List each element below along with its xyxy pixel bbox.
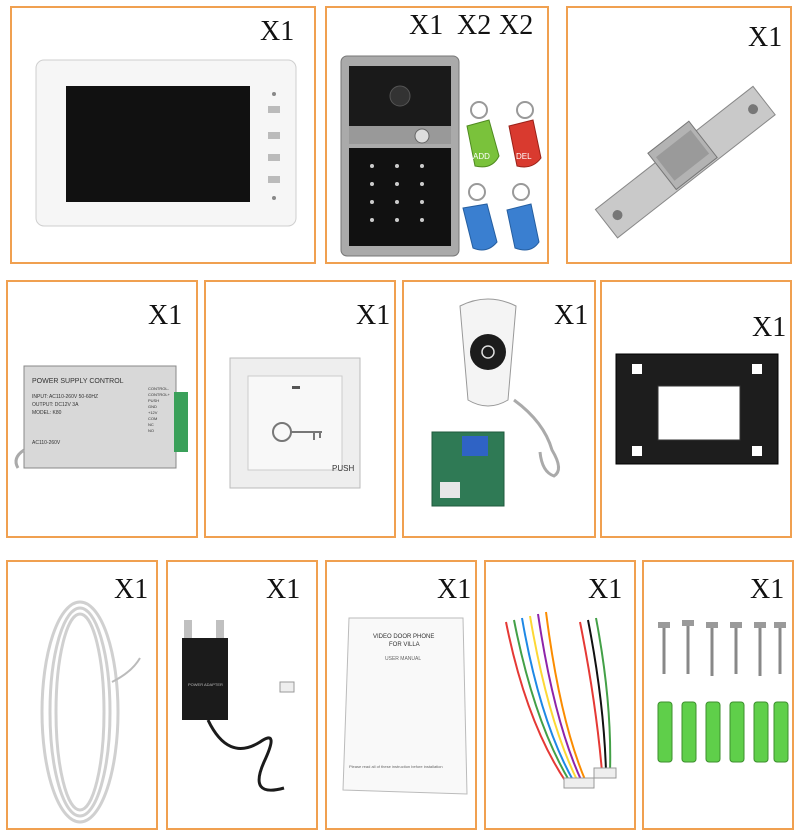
psu-output: OUTPUT: DC12V 3A [32,402,79,408]
adapter-label-text: POWER ADAPTER [188,682,223,687]
power-supply-illustration [14,365,188,469]
quantity-label: X1 [260,16,295,47]
manual-footer: Please read all of these instruction bef… [349,764,443,769]
quantity-label: X1 [356,300,391,331]
adapter-illustration [182,620,295,792]
strike-lock-illustration [594,85,776,239]
psu-terminal: CONTROL- [148,386,169,391]
doorbell-illustration [340,55,542,257]
quantity-label: X1 [748,22,783,53]
tag-add-text: ADD [473,152,490,161]
remote-illustration [431,298,560,507]
psu-input: INPUT: AC110-260V 50-60HZ [32,394,99,400]
panel-doorbell-and-tags: X1 X2 X2 ADD DEL [325,6,549,264]
psu-terminal: PUSH [148,398,160,403]
tag-del-text: DEL [516,152,532,161]
psu-terminal: +12V [148,410,158,415]
exit-button-illustration [229,357,361,489]
psu-terminal: NO [148,428,154,433]
quantity-label-doorbell: X1 [409,10,444,41]
panel-user-manual: X1 VIDEO DOOR PHONE FOR VILLA USER MANUA… [325,560,477,830]
psu-voltage: AC110-260V [32,440,61,446]
panel-power-supply: X1 POWER SUPPLY CONTROL INPUT: AC110-260… [6,280,198,538]
panel-mounting-bracket: X1 [600,280,792,538]
psu-terminal: CONTROL+ [148,392,170,397]
bracket-illustration [615,353,779,465]
manual-illustration [342,617,468,795]
psu-model: MODEL: K80 [32,410,62,416]
quantity-label: X1 [750,574,785,605]
quantity-label: X1 [437,574,472,605]
manual-title-line2: FOR VILLA [389,642,420,648]
manual-subtitle: USER MANUAL [385,656,422,662]
manual-title-line1: VIDEO DOOR PHONE [373,634,435,640]
quantity-label: X1 [554,300,589,331]
exit-push-text: PUSH [332,464,355,473]
quantity-label: X1 [752,312,787,343]
quantity-label: X1 [588,574,623,605]
screws-illustration [657,620,789,763]
psu-terminal: NC [148,422,154,427]
panel-electric-strike-lock: X1 [566,6,792,264]
panel-screws-and-anchors: X1 [642,560,794,830]
quantity-label-tags-blue: X2 [499,10,534,41]
panel-connection-wires: X1 [484,560,636,830]
panel-exit-button: X1 PUSH [204,280,396,538]
quantity-label: X1 [148,300,183,331]
psu-terminal: GND [148,404,157,409]
panel-remote-and-receiver: X1 [402,280,596,538]
psu-terminal-list: CONTROL- CONTROL+ PUSH GND +12V COM NC N… [148,386,170,434]
panel-monitor: X1 [10,6,316,264]
psu-terminal: COM [148,416,158,421]
cable-illustration [40,600,141,824]
quantity-label-tags-add-del: X2 [457,10,492,41]
quantity-label: X1 [114,574,149,605]
panel-power-adapter: X1 POWER ADAPTER [166,560,318,830]
wires-illustration [505,611,617,789]
psu-title: POWER SUPPLY CONTROL [32,378,124,385]
panel-cable-coil: X1 [6,560,158,830]
quantity-label: X1 [266,574,301,605]
monitor-illustration [35,59,297,227]
